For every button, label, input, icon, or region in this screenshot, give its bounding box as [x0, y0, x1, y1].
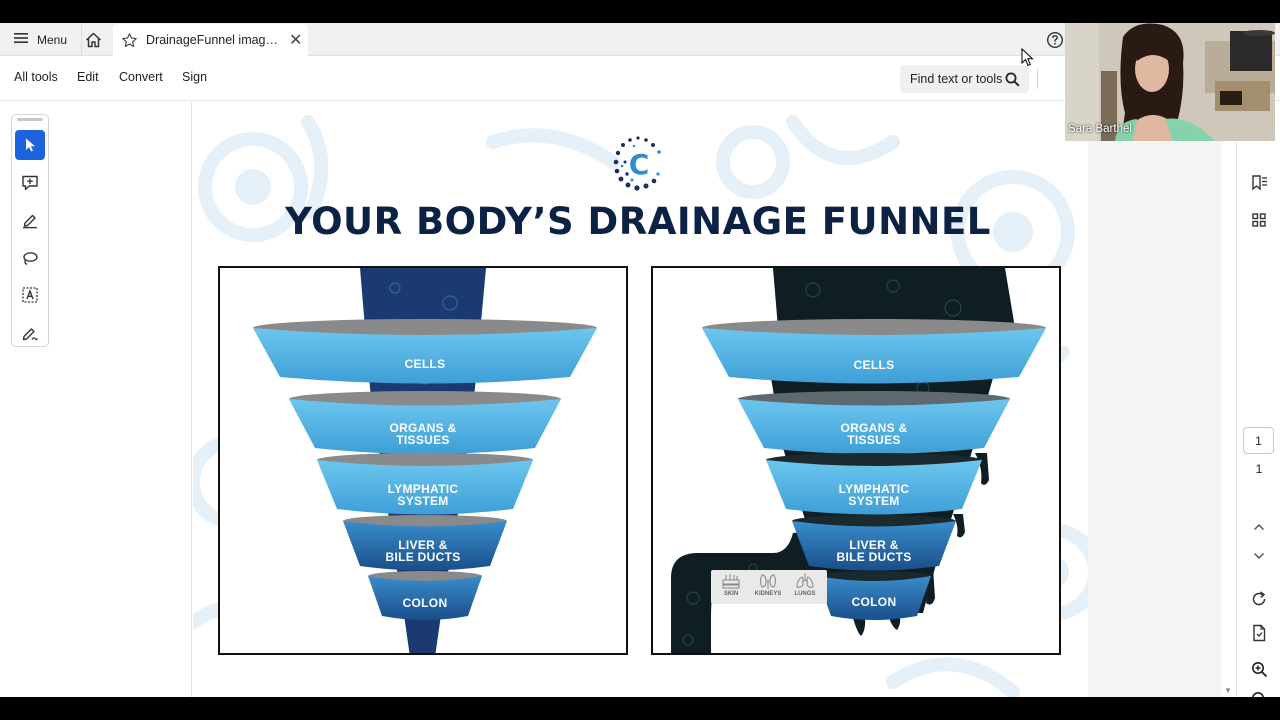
- document-icon: [1253, 624, 1266, 642]
- home-icon: [85, 32, 101, 47]
- document-viewport[interactable]: C YOUR BODY’S DRAINAGE FUNNEL: [193, 102, 1221, 697]
- bookmarks-button[interactable]: [1248, 172, 1270, 194]
- thumbnails-button[interactable]: [1248, 209, 1270, 231]
- logo-letter: C: [629, 148, 650, 181]
- add-comment-button[interactable]: [15, 168, 45, 198]
- menu-button[interactable]: Menu: [0, 23, 83, 56]
- page-info-button[interactable]: [1248, 622, 1270, 644]
- scroll-down-arrow-icon[interactable]: ▼: [1224, 686, 1232, 695]
- search-placeholder: Find text or tools: [910, 72, 1003, 86]
- clogged-funnel-illustration: [671, 268, 1046, 653]
- kidneys-organ: KIDNEYS: [750, 572, 786, 597]
- star-icon[interactable]: [121, 32, 138, 49]
- close-icon[interactable]: ✕: [289, 32, 303, 49]
- home-button[interactable]: [78, 23, 108, 56]
- convert-button[interactable]: Convert: [119, 70, 163, 84]
- comment-plus-icon: [22, 175, 38, 191]
- select-tool-button[interactable]: [15, 130, 45, 160]
- pdf-page: C YOUR BODY’S DRAINAGE FUNNEL: [193, 102, 1088, 697]
- search-icon: [1005, 72, 1020, 87]
- toolbar-divider: [1037, 69, 1038, 89]
- healthy-funnel-illustration: [253, 268, 597, 653]
- funnel-label-organs: ORGANS &TISSUES: [389, 421, 457, 447]
- brand-logo: C: [613, 136, 661, 191]
- quick-tools-palette: [11, 114, 49, 347]
- highlight-tool-button[interactable]: [15, 205, 45, 235]
- tab-title: DrainageFunnel image...: [146, 33, 281, 47]
- elimination-organs-strip: SKIN KIDNEYS LUNGS: [711, 570, 827, 604]
- text-box-tool-button[interactable]: [15, 280, 45, 310]
- skin-icon: [722, 574, 740, 589]
- previous-page-button[interactable]: [1248, 516, 1270, 538]
- skin-organ: SKIN: [713, 572, 749, 597]
- signature-pen-icon: [22, 328, 39, 341]
- funnel-label-cells: CELLS: [853, 358, 895, 372]
- webcam-feed: [1065, 23, 1275, 141]
- next-page-button[interactable]: [1248, 545, 1270, 567]
- lungs-organ: LUNGS: [787, 572, 823, 597]
- find-text-or-tools-input[interactable]: Find text or tools: [900, 65, 1029, 93]
- chevron-up-icon: [1253, 523, 1265, 531]
- tab-document[interactable]: DrainageFunnel image... ✕: [113, 24, 308, 56]
- draw-tool-button[interactable]: [15, 243, 45, 273]
- bookmark-icon: [1252, 175, 1267, 191]
- funnel-label-organs: ORGANS &TISSUES: [840, 421, 908, 447]
- palette-drag-handle[interactable]: [17, 118, 43, 121]
- cursor-arrow-icon: [26, 138, 35, 152]
- hamburger-icon: [14, 32, 28, 47]
- all-tools-button[interactable]: All tools: [14, 70, 58, 84]
- funnel-label-cells: CELLS: [404, 357, 446, 371]
- rotate-icon: [1252, 591, 1266, 606]
- funnel-label-colon: COLON: [851, 595, 897, 609]
- participant-name: Sara Barthel: [1068, 123, 1132, 135]
- zoom-in-button[interactable]: [1248, 658, 1270, 680]
- zoom-in-icon: [1251, 661, 1267, 677]
- webcam-video-overlay: Sara Barthel: [1065, 23, 1275, 141]
- funnel-label-colon: COLON: [402, 596, 448, 610]
- chevron-down-icon: [1253, 552, 1265, 560]
- text-select-icon: [22, 287, 38, 303]
- zoom-out-icon: [1251, 691, 1264, 697]
- current-page-input[interactable]: 1: [1243, 427, 1274, 454]
- sign-button[interactable]: Sign: [182, 70, 208, 84]
- menu-label: Menu: [37, 32, 68, 47]
- vertical-scrollbar[interactable]: ▼: [1221, 102, 1235, 697]
- zoom-out-button[interactable]: [1248, 688, 1270, 697]
- grid-icon: [1252, 213, 1266, 227]
- lungs-icon: [796, 573, 814, 588]
- lasso-draw-icon: [23, 252, 38, 266]
- highlighter-pen-icon: [23, 214, 37, 229]
- help-icon[interactable]: [1046, 31, 1064, 49]
- slide-title: YOUR BODY’S DRAINAGE FUNNEL: [285, 200, 991, 243]
- sign-tool-button[interactable]: [15, 318, 45, 348]
- rotate-button[interactable]: [1248, 588, 1270, 610]
- mouse-pointer-icon: [1021, 48, 1034, 67]
- funnel-label-liver: LIVER &BILE DUCTS: [836, 538, 912, 564]
- kidneys-icon: [760, 574, 776, 589]
- funnel-label-liver: LIVER &BILE DUCTS: [385, 538, 461, 564]
- right-side-rail: 1 1: [1236, 102, 1280, 697]
- left-tool-rail: [0, 102, 192, 697]
- edit-button[interactable]: Edit: [77, 70, 99, 84]
- total-pages: 1: [1255, 462, 1263, 476]
